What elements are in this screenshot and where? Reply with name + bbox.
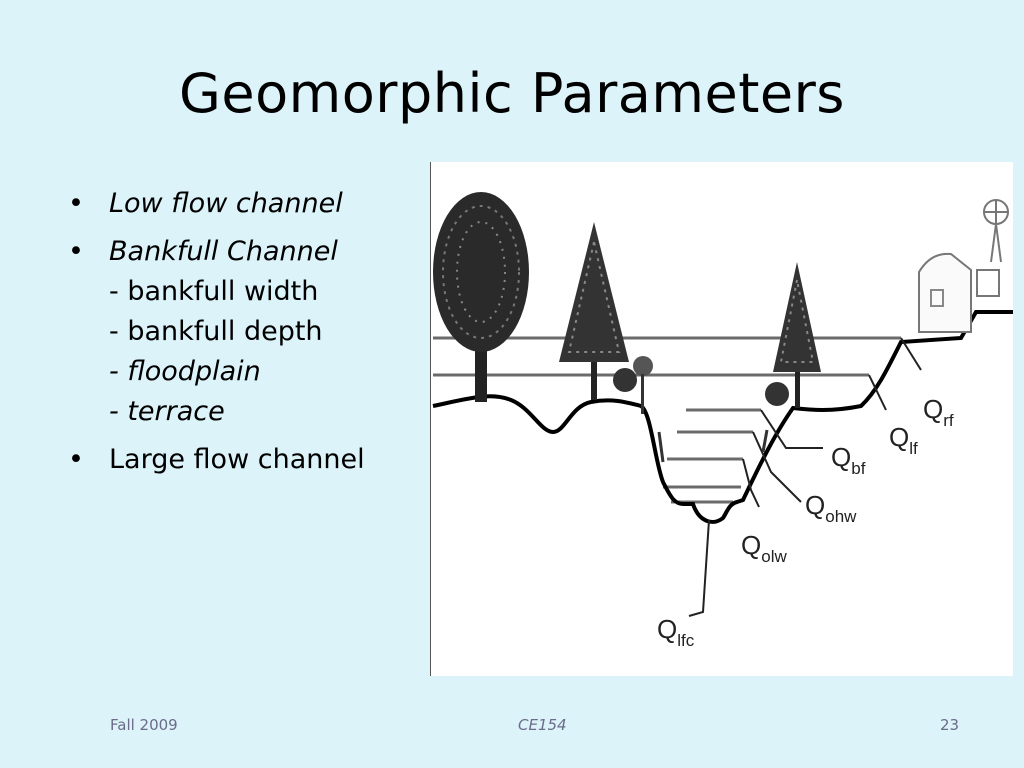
- shrub-icon: [613, 356, 789, 463]
- leader-lfc: [688, 519, 710, 617]
- bullet-label: Bankfull Channel: [109, 236, 338, 267]
- label-q-rf: Qrf: [923, 394, 954, 430]
- label-q-ohw: Qohw: [805, 490, 857, 526]
- ground-profile: [432, 310, 1013, 524]
- conifer-tree-icon: [773, 262, 821, 408]
- footer-page-number: 23: [940, 716, 960, 734]
- bullet-marker: •: [68, 444, 84, 475]
- channel-cross-section-figure: Qrf Qlf Qbf Qohw Qolw Qlfc: [430, 162, 1013, 676]
- label-q-olw: Qolw: [741, 530, 787, 566]
- label-q-lfc: Qlfc: [657, 614, 695, 650]
- bullet-large-flow-channel: • Large flow channel: [68, 440, 418, 480]
- leader-lf: [868, 374, 887, 411]
- water-level-lines: [433, 336, 901, 504]
- leader-lines: [688, 337, 922, 617]
- bullet-list: • Low flow channel • Bankfull Channel - …: [68, 184, 418, 480]
- conifer-tree-icon: [559, 222, 629, 400]
- leader-rf: [900, 337, 922, 371]
- footer-date: Fall 2009: [110, 716, 178, 734]
- leader-bf: [760, 409, 823, 449]
- sub-item-terrace: - terrace: [109, 396, 225, 427]
- footer-course: CE154: [518, 716, 567, 734]
- leader-ohw: [752, 431, 802, 503]
- label-q-lf: Qlf: [889, 422, 918, 458]
- label-q-bf: Qbf: [831, 442, 866, 478]
- bullet-label: Low flow channel: [109, 188, 343, 219]
- slide-title: Geomorphic Parameters: [179, 62, 845, 125]
- bullet-label: Large flow channel: [109, 444, 365, 475]
- sub-item-bankfull-width: - bankfull width: [109, 276, 319, 307]
- windmill-icon: [983, 199, 1009, 263]
- bullet-low-flow-channel: • Low flow channel: [68, 184, 418, 224]
- sub-item-bankfull-depth: - bankfull depth: [109, 316, 323, 347]
- leader-olw: [742, 458, 760, 508]
- barn-icon: [918, 252, 1000, 333]
- cross-section-diagram: Qrf Qlf Qbf Qohw Qolw Qlfc: [432, 192, 1013, 650]
- bullet-marker: •: [68, 236, 84, 267]
- deciduous-tree-icon: [433, 192, 529, 402]
- bullet-bankfull-channel: • Bankfull Channel - bankfull width - ba…: [68, 232, 418, 432]
- bullet-marker: •: [68, 188, 84, 219]
- sub-item-floodplain: - floodplain: [109, 356, 261, 387]
